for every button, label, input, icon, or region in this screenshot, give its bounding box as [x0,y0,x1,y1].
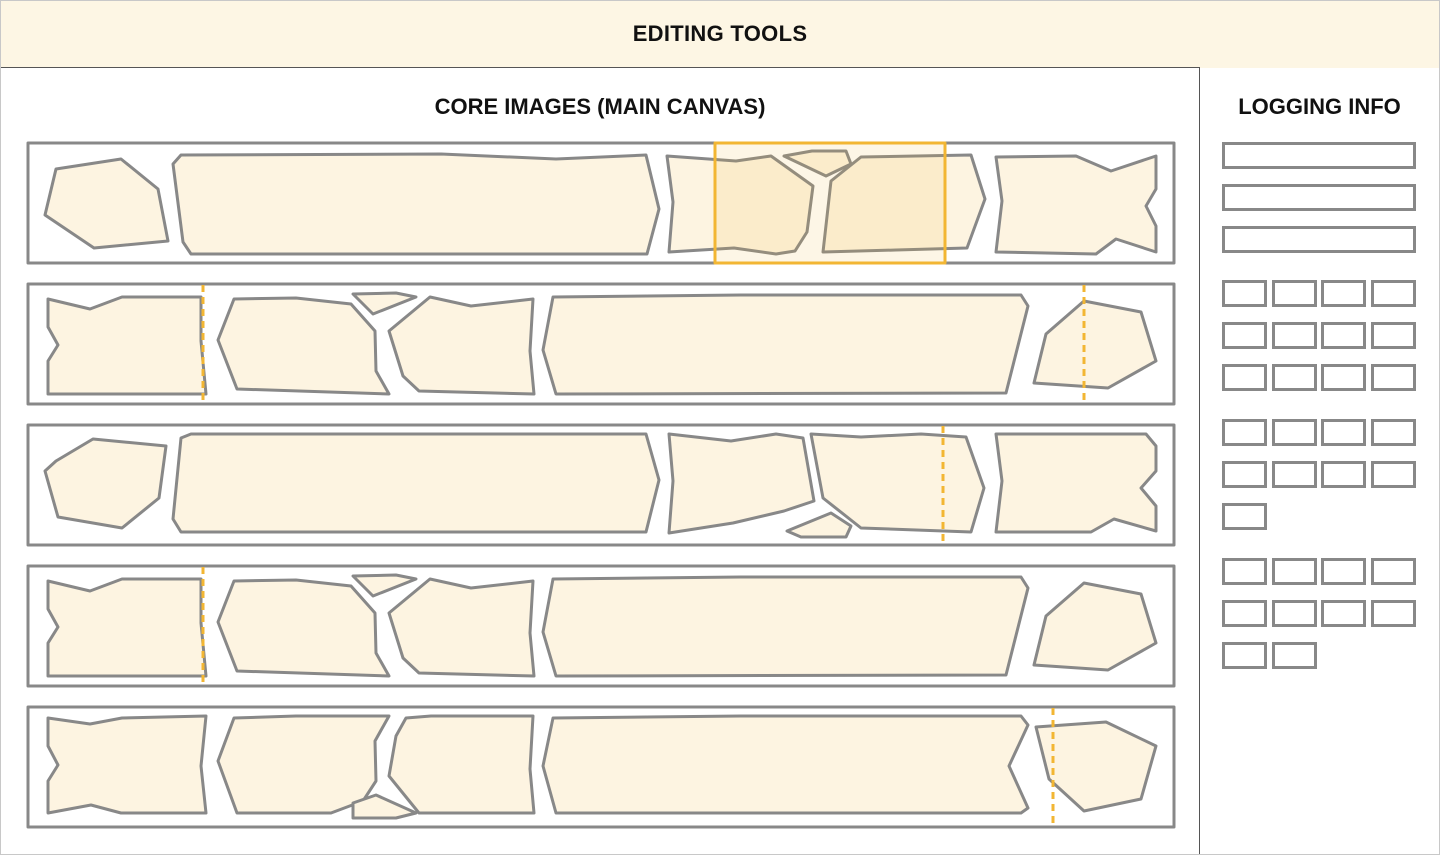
log-entry-bar[interactable] [1222,142,1416,169]
log-cell[interactable] [1222,280,1267,307]
log-cell[interactable] [1321,280,1366,307]
core-fragment[interactable] [782,149,853,178]
log-cell[interactable] [1272,642,1317,669]
log-entry-bar[interactable] [1222,184,1416,211]
core-fragment[interactable] [541,575,1030,678]
log-cell[interactable] [1272,322,1317,349]
log-cell[interactable] [1222,322,1267,349]
log-cell[interactable] [1371,558,1416,585]
log-cell[interactable] [1371,419,1416,446]
core-fragment[interactable] [216,578,391,678]
log-cell[interactable] [1371,600,1416,627]
log-cell[interactable] [1371,364,1416,391]
log-cell[interactable] [1321,322,1366,349]
core-fragment[interactable] [541,714,1030,815]
log-cell[interactable] [1272,364,1317,391]
core-fragment[interactable] [43,157,170,250]
core-fragment[interactable] [216,296,391,396]
core-fragment[interactable] [665,154,815,256]
log-cell[interactable] [1222,461,1267,488]
core-images-canvas[interactable] [1,68,1199,854]
core-fragment[interactable] [809,432,986,534]
log-cell[interactable] [1222,503,1267,530]
log-cell[interactable] [1371,322,1416,349]
log-entry-bar[interactable] [1222,226,1416,253]
core-fragment[interactable] [994,154,1158,256]
core-fragment[interactable] [1032,581,1158,672]
core-fragment[interactable] [994,432,1158,534]
log-cell[interactable] [1321,364,1366,391]
main-canvas-panel[interactable]: CORE IMAGES (MAIN CANVAS) [1,68,1200,854]
core-fragment[interactable] [785,511,853,539]
log-cell[interactable] [1272,419,1317,446]
log-cell[interactable] [1321,461,1366,488]
selection-highlight[interactable] [713,141,947,265]
log-cell[interactable] [1321,558,1366,585]
logging-info-title: LOGGING INFO [1238,94,1401,119]
log-cell[interactable] [1321,419,1366,446]
core-fragment[interactable] [541,293,1030,396]
log-cell[interactable] [1222,642,1267,669]
core-fragment[interactable] [171,432,661,534]
main-canvas-title: CORE IMAGES (MAIN CANVAS) [434,94,766,119]
log-cell[interactable] [1222,600,1267,627]
core-fragment[interactable] [1034,720,1158,813]
log-cell[interactable] [1371,280,1416,307]
log-cell[interactable] [1321,600,1366,627]
editing-tools-title: EDITING TOOLS [632,21,808,46]
editing-tools-bar[interactable]: EDITING TOOLS [1,1,1439,68]
log-cell[interactable] [1222,419,1267,446]
core-fragment[interactable] [387,295,536,396]
core-fragment[interactable] [351,573,418,598]
log-cell[interactable] [1222,558,1267,585]
core-fragment[interactable] [171,152,661,256]
core-fragment[interactable] [46,714,208,815]
core-fragment[interactable] [351,793,418,820]
core-fragment[interactable] [387,714,536,815]
core-fragment[interactable] [46,577,208,678]
core-fragment[interactable] [387,577,536,678]
core-fragment[interactable] [43,437,168,530]
core-fragment[interactable] [667,432,816,535]
log-cell[interactable] [1371,461,1416,488]
log-cell[interactable] [1272,461,1317,488]
logging-info-panel[interactable]: LOGGING INFO [1200,68,1439,854]
log-cell[interactable] [1272,600,1317,627]
log-cell[interactable] [1222,364,1267,391]
toolbar-extension [1200,1,1439,68]
log-cell[interactable] [1272,558,1317,585]
core-fragment[interactable] [351,291,418,316]
core-fragment[interactable] [216,714,391,815]
log-cell[interactable] [1272,280,1317,307]
core-fragment[interactable] [46,295,208,396]
